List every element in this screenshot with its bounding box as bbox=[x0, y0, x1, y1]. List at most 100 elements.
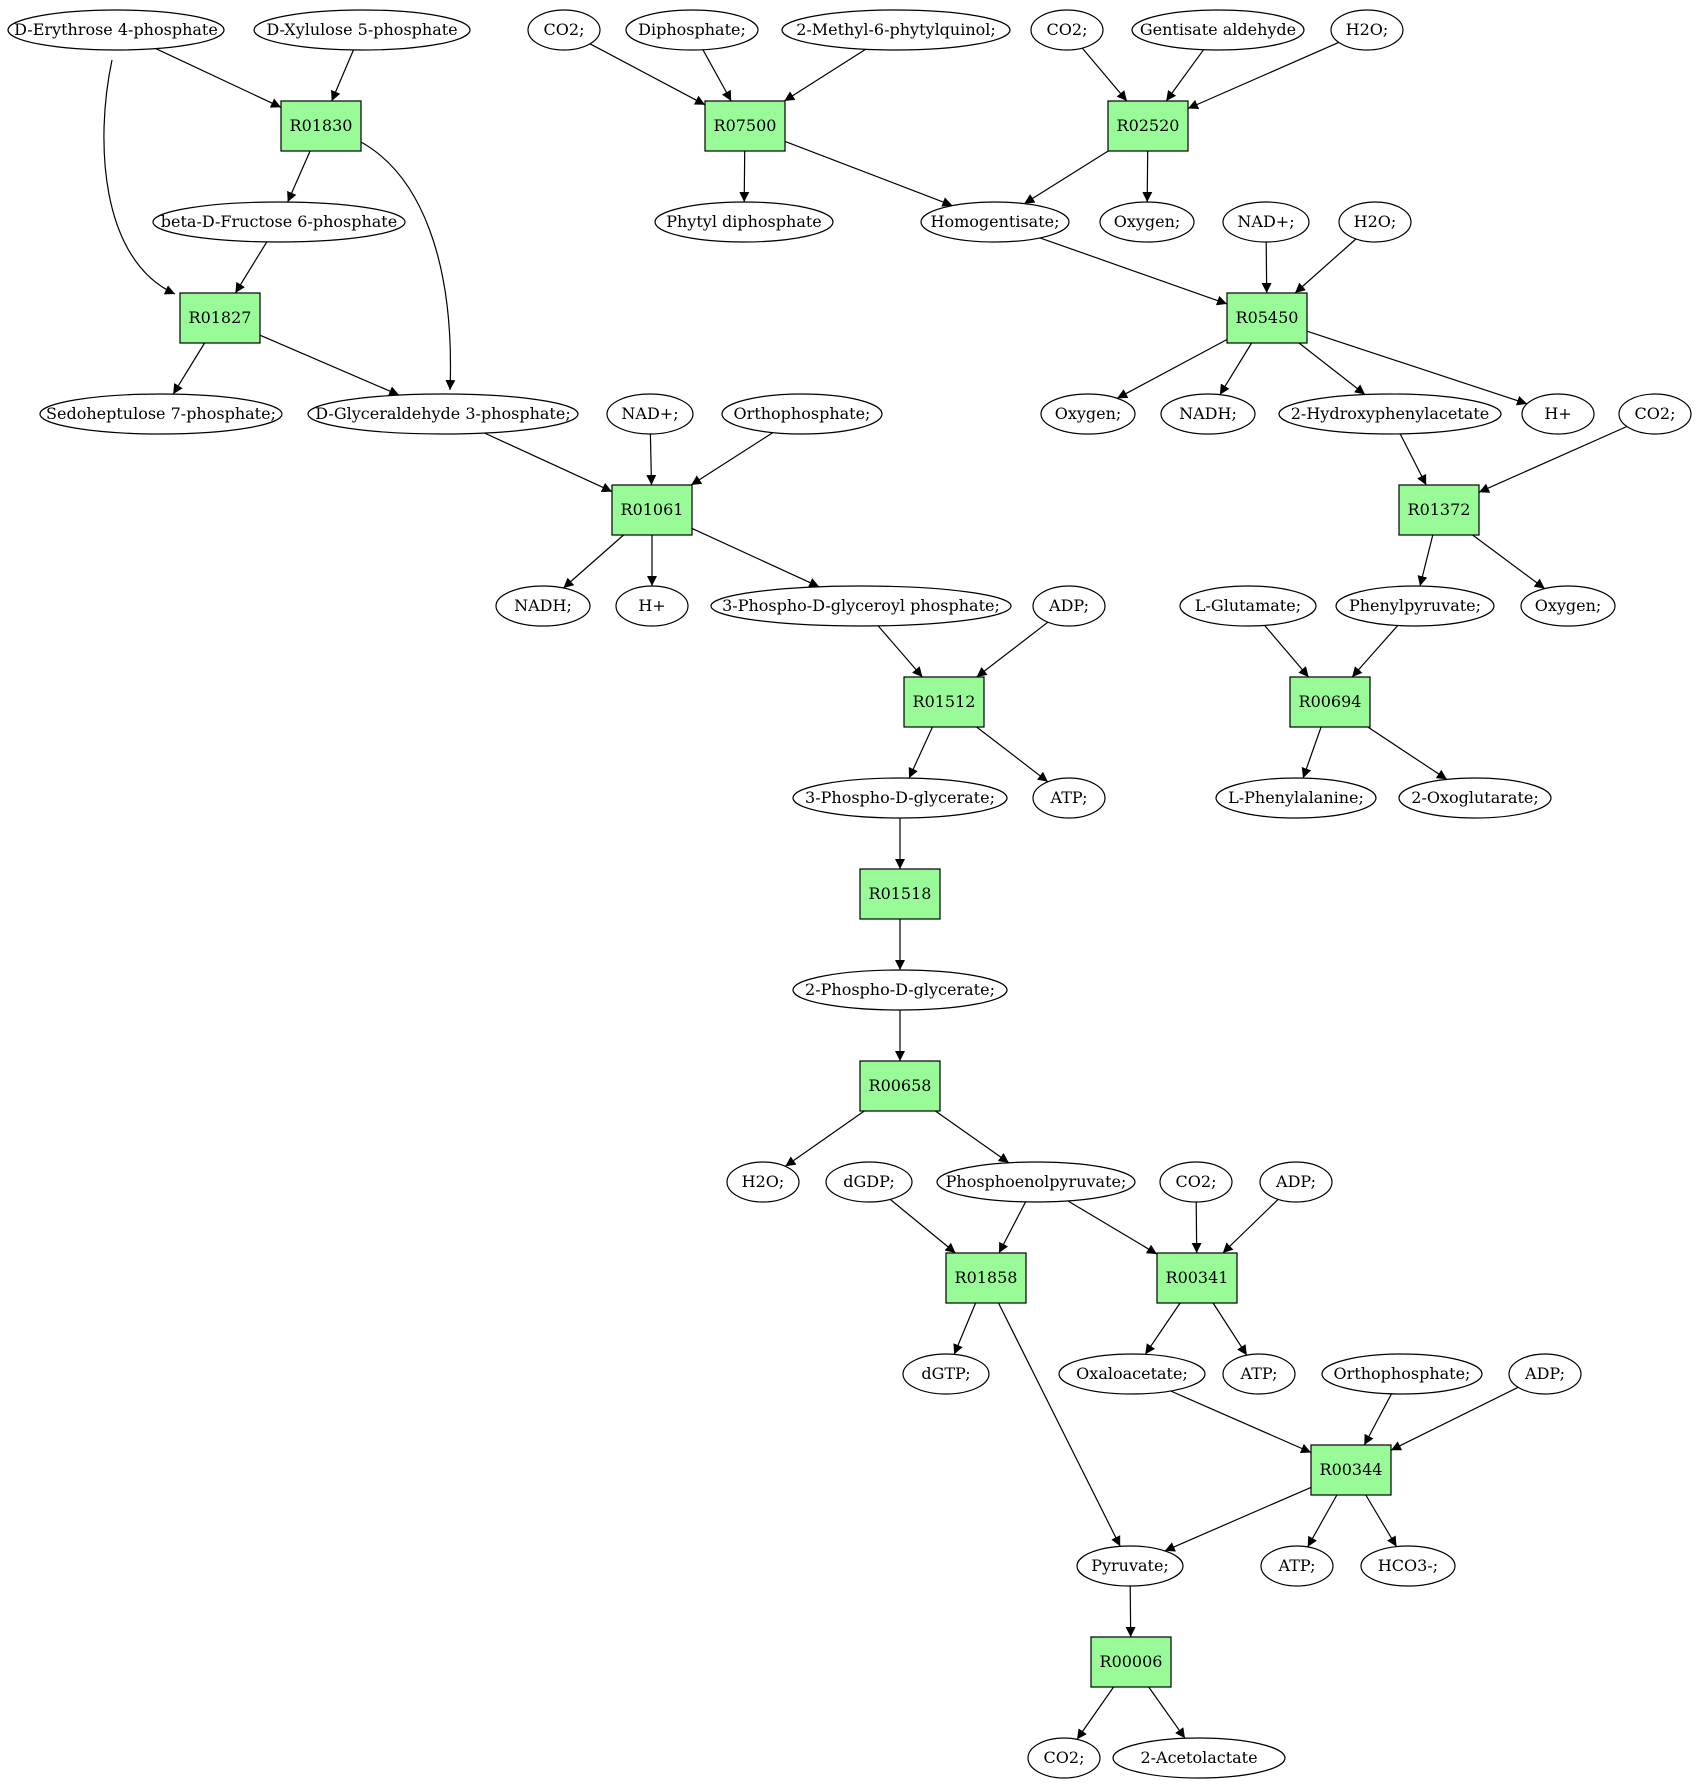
compound-d-erythrose-4-phosphate[interactable]: D-Erythrose 4-phosphate bbox=[7, 9, 225, 51]
compound-phenylpyruvate[interactable]: Phenylpyruvate; bbox=[1335, 585, 1495, 627]
compound-l-phenylalanine[interactable]: L-Phenylalanine; bbox=[1215, 777, 1377, 819]
compound-l-glutamate[interactable]: L-Glutamate; bbox=[1179, 585, 1317, 627]
compound-3-phospho-d-glyceroyl-phosphate[interactable]: 3-Phospho-D-glyceroyl phosphate; bbox=[710, 585, 1012, 627]
compound-co2[interactable]: CO2; bbox=[1618, 393, 1692, 435]
compound-d-glyceraldehyde-3-phosphate[interactable]: D-Glyceraldehyde 3-phosphate; bbox=[307, 393, 579, 435]
compound-oxygen[interactable]: Oxygen; bbox=[1520, 585, 1616, 627]
compound-3-phospho-d-glycerate[interactable]: 3-Phospho-D-glycerate; bbox=[792, 777, 1008, 819]
compound-2-oxoglutarate[interactable]: 2-Oxoglutarate; bbox=[1398, 777, 1552, 819]
compound-orthophosphate[interactable]: Orthophosphate; bbox=[1321, 1353, 1483, 1395]
reaction-box bbox=[179, 292, 261, 344]
reaction-box bbox=[945, 1252, 1027, 1304]
compound-label: D-Xylulose 5-phosphate bbox=[266, 20, 457, 39]
compound-h2o[interactable]: H2O; bbox=[726, 1161, 800, 1203]
reaction-box bbox=[1226, 292, 1308, 344]
compound-nadh[interactable]: NADH; bbox=[1160, 393, 1256, 435]
compound-ellipse bbox=[1160, 393, 1256, 435]
compound-oxaloacetate[interactable]: Oxaloacetate; bbox=[1058, 1353, 1206, 1395]
edge-adp_a-to-R01512 bbox=[976, 621, 1049, 678]
compound-h[interactable]: H+ bbox=[1521, 393, 1595, 435]
compound-pyruvate[interactable]: Pyruvate; bbox=[1076, 1545, 1184, 1587]
compound-co2[interactable]: CO2; bbox=[1159, 1161, 1233, 1203]
reaction-r01858[interactable]: R01858 bbox=[945, 1252, 1027, 1304]
compound-label: 3-Phospho-D-glyceroyl phosphate; bbox=[722, 596, 1000, 615]
reaction-r00344[interactable]: R00344 bbox=[1310, 1444, 1392, 1496]
reaction-r00658[interactable]: R00658 bbox=[859, 1060, 941, 1112]
compound-label: L-Glutamate; bbox=[1195, 596, 1301, 615]
compound-adp[interactable]: ADP; bbox=[1032, 585, 1106, 627]
compound-phytyl-diphosphate[interactable]: Phytyl diphosphate bbox=[654, 201, 834, 243]
compound-label: Sedoheptulose 7-phosphate; bbox=[46, 404, 276, 423]
compound-label: ATP; bbox=[1278, 1556, 1316, 1575]
compound-dgtp[interactable]: dGTP; bbox=[902, 1353, 990, 1395]
compound-2-phospho-d-glycerate[interactable]: 2-Phospho-D-glycerate; bbox=[792, 969, 1008, 1011]
compound-nad[interactable]: NAD+; bbox=[1222, 201, 1310, 243]
compound-ellipse bbox=[1222, 201, 1310, 243]
compound-nad[interactable]: NAD+; bbox=[606, 393, 694, 435]
compound-ellipse bbox=[1259, 1161, 1333, 1203]
compound-ellipse bbox=[1521, 393, 1595, 435]
compound-label: NADH; bbox=[1179, 404, 1237, 423]
compound-gentisate-aldehyde[interactable]: Gentisate aldehyde bbox=[1131, 9, 1305, 51]
compound-orthophosphate[interactable]: Orthophosphate; bbox=[721, 393, 883, 435]
compound-co2[interactable]: CO2; bbox=[527, 9, 601, 51]
compound-ellipse bbox=[527, 9, 601, 51]
compound-d-xylulose-5-phosphate[interactable]: D-Xylulose 5-phosphate bbox=[253, 9, 471, 51]
compound-h[interactable]: H+ bbox=[615, 585, 689, 627]
compound-hco3[interactable]: HCO3-; bbox=[1360, 1545, 1456, 1587]
reaction-label: R07500 bbox=[714, 116, 777, 135]
edge-R05450-to-hplus_a bbox=[1306, 330, 1528, 406]
compound-diphosphate[interactable]: Diphosphate; bbox=[625, 9, 759, 51]
compound-atp[interactable]: ATP; bbox=[1260, 1545, 1334, 1587]
compound-2-hydroxyphenylacetate[interactable]: 2-Hydroxyphenylacetate bbox=[1278, 393, 1502, 435]
compound-label: CO2; bbox=[544, 20, 585, 39]
compound-ellipse bbox=[1222, 1353, 1296, 1395]
reaction-r05450[interactable]: R05450 bbox=[1226, 292, 1308, 344]
compound-adp[interactable]: ADP; bbox=[1508, 1353, 1582, 1395]
reaction-r01372[interactable]: R01372 bbox=[1398, 484, 1480, 536]
compound-h2o[interactable]: H2O; bbox=[1330, 9, 1404, 51]
reaction-r02520[interactable]: R02520 bbox=[1107, 100, 1189, 152]
compound-oxygen[interactable]: Oxygen; bbox=[1040, 393, 1136, 435]
edge-pi_b-to-R00344 bbox=[1363, 1393, 1393, 1446]
compound-2-acetolactate[interactable]: 2-Acetolactate bbox=[1112, 1737, 1286, 1779]
reaction-r01518[interactable]: R01518 bbox=[859, 868, 941, 920]
reaction-r07500[interactable]: R07500 bbox=[704, 100, 786, 152]
compound-label: NAD+; bbox=[621, 404, 678, 423]
compound-homogentisate[interactable]: Homogentisate; bbox=[920, 201, 1070, 243]
edge-pep-to-R00341 bbox=[1067, 1200, 1158, 1255]
compound-atp[interactable]: ATP; bbox=[1032, 777, 1106, 819]
compound-ellipse bbox=[1032, 777, 1106, 819]
edges-layer bbox=[103, 41, 1628, 1740]
compound-co2[interactable]: CO2; bbox=[1027, 1737, 1101, 1779]
compound-phosphoenolpyruvate[interactable]: Phosphoenolpyruvate; bbox=[936, 1161, 1136, 1203]
compound-ellipse bbox=[39, 393, 283, 435]
compound-ellipse bbox=[1179, 585, 1317, 627]
compound-co2[interactable]: CO2; bbox=[1030, 9, 1104, 51]
reaction-r01830[interactable]: R01830 bbox=[280, 100, 362, 152]
reaction-r00006[interactable]: R00006 bbox=[1090, 1636, 1172, 1688]
reaction-label: R00658 bbox=[869, 1076, 932, 1095]
compound-sedoheptulose-7-phosphate[interactable]: Sedoheptulose 7-phosphate; bbox=[39, 393, 283, 435]
edge-R05450-to-hpa bbox=[1298, 342, 1366, 395]
compound-label: Homogentisate; bbox=[931, 212, 1060, 231]
reaction-r01827[interactable]: R01827 bbox=[179, 292, 261, 344]
reaction-r01061[interactable]: R01061 bbox=[611, 484, 693, 536]
compound-atp[interactable]: ATP; bbox=[1222, 1353, 1296, 1395]
compound-nadh[interactable]: NADH; bbox=[495, 585, 591, 627]
compound-label: Phosphoenolpyruvate; bbox=[946, 1172, 1127, 1191]
compound-ellipse bbox=[1215, 777, 1377, 819]
compound-label: CO2; bbox=[1176, 1172, 1217, 1191]
edge-e4p-to-R01827 bbox=[103, 59, 176, 295]
compound-2-methyl-6-phytylquinol[interactable]: 2-Methyl-6-phytylquinol; bbox=[781, 9, 1011, 51]
compound-dgdp[interactable]: dGDP; bbox=[825, 1161, 913, 1203]
reaction-r00694[interactable]: R00694 bbox=[1289, 676, 1371, 728]
compound-beta-d-fructose-6-phosphate[interactable]: beta-D-Fructose 6-phosphate bbox=[152, 201, 406, 243]
reaction-r01512[interactable]: R01512 bbox=[903, 676, 985, 728]
compound-oxygen[interactable]: Oxygen; bbox=[1099, 201, 1195, 243]
reaction-r00341[interactable]: R00341 bbox=[1156, 1252, 1238, 1304]
compound-label: ADP; bbox=[1048, 596, 1089, 615]
compound-h2o[interactable]: H2O; bbox=[1338, 201, 1412, 243]
compound-adp[interactable]: ADP; bbox=[1259, 1161, 1333, 1203]
